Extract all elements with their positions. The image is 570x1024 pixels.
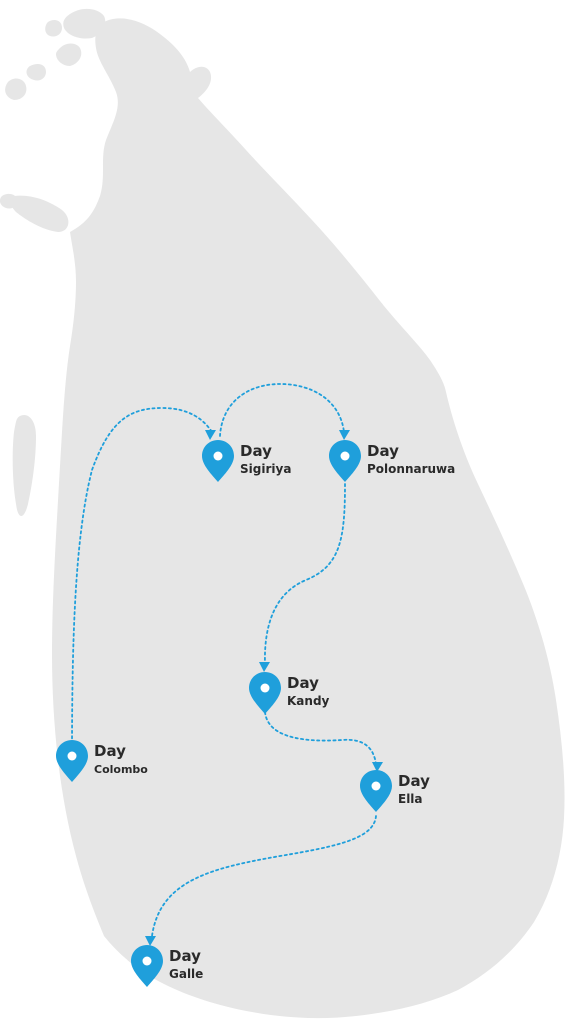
stop-day-label: Day xyxy=(367,442,399,460)
arrow-to-polonnaruwa xyxy=(339,430,350,440)
islet-north-4 xyxy=(5,78,27,100)
islet-north-3 xyxy=(45,20,62,37)
map-pin-icon xyxy=(249,672,281,714)
stop-kandy[interactable]: Day Kandy xyxy=(249,672,330,714)
map-pin-icon xyxy=(131,945,163,987)
islet-west-1 xyxy=(10,195,69,232)
stop-day-label: Day xyxy=(94,742,126,760)
islet-west-2 xyxy=(12,414,37,516)
stop-colombo[interactable]: Day Colombo xyxy=(56,740,148,782)
route-sigiriya-polonnaruwa xyxy=(219,383,345,437)
islet-north-5 xyxy=(26,64,46,81)
arrow-to-sigiriya xyxy=(205,430,216,440)
landmass xyxy=(0,8,565,1019)
stop-place-label: Ella xyxy=(398,792,423,806)
stop-polonnaruwa[interactable]: Day Polonnaruwa xyxy=(329,440,455,482)
map-pin-icon xyxy=(360,770,392,812)
stop-place-label: Colombo xyxy=(94,763,148,776)
stop-place-label: Sigiriya xyxy=(240,462,291,476)
islet-north-1 xyxy=(63,8,106,39)
island-main xyxy=(52,18,565,1019)
islet-mannar xyxy=(0,193,18,209)
stop-place-label: Kandy xyxy=(287,694,330,708)
route-polonnaruwa-kandy xyxy=(264,483,346,665)
map-pin-icon xyxy=(329,440,361,482)
map-pin-icon xyxy=(56,740,88,782)
stop-sigiriya[interactable]: Day Sigiriya xyxy=(202,440,291,482)
stop-ella[interactable]: Day Ella xyxy=(360,770,430,812)
stop-day-label: Day xyxy=(169,947,201,965)
islet-north-2 xyxy=(56,43,82,66)
route-lines xyxy=(71,383,383,946)
route-ella-galle xyxy=(151,815,377,937)
stop-day-label: Day xyxy=(398,772,430,790)
stop-day-label: Day xyxy=(287,674,319,692)
stop-place-label: Galle xyxy=(169,967,203,981)
route-colombo-sigiriya xyxy=(71,407,213,761)
stop-galle[interactable]: Day Galle xyxy=(131,945,203,987)
arrow-to-ella xyxy=(372,762,383,772)
stop-place-label: Polonnaruwa xyxy=(367,462,455,476)
map-pin-icon xyxy=(202,440,234,482)
stop-day-label: Day xyxy=(240,442,272,460)
arrow-to-kandy xyxy=(259,662,270,672)
arrow-to-galle xyxy=(145,936,156,946)
